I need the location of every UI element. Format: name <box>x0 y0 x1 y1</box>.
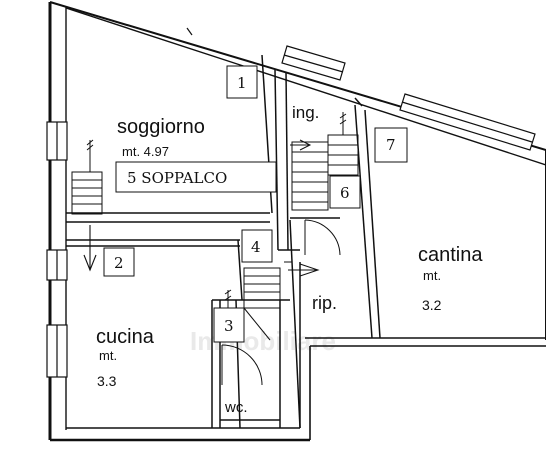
room-wc-name: wc. <box>224 399 248 416</box>
room-cantina-name: cantina <box>418 244 483 266</box>
marker-2: 2 <box>114 254 124 272</box>
room-cucina-height-prefix: mt. <box>99 348 117 363</box>
level-markers <box>103 65 408 343</box>
marker-box-3 <box>213 307 245 343</box>
windows <box>46 27 536 378</box>
room-cantina-height-value: 3.2 <box>422 297 442 313</box>
room-soggiorno-height: mt. 4.97 <box>122 144 169 159</box>
room-cucina-name: cucina <box>96 326 155 348</box>
marker-box-1 <box>226 65 258 99</box>
stair-down-arrow <box>83 225 97 272</box>
marker-box-6 <box>329 175 361 209</box>
marker-box-2 <box>103 247 135 277</box>
stair-cucina <box>224 267 281 341</box>
marker-box-7 <box>374 127 408 163</box>
doors <box>221 219 341 386</box>
marker-4: 4 <box>251 238 261 256</box>
room-ripostiglio-name: rip. <box>312 293 337 313</box>
room-ingresso-name: ing. <box>292 103 319 122</box>
marker-box-5 <box>115 161 277 193</box>
stair-ingresso <box>290 112 359 211</box>
marker-box-4 <box>241 229 273 263</box>
stair-soggiorno <box>71 139 103 215</box>
marker-5-soppalco: 5 SOPPALCO <box>127 169 227 187</box>
room-cantina-height-prefix: mt. <box>423 268 441 283</box>
marker-3: 3 <box>224 317 234 335</box>
marker-1: 1 <box>237 74 247 92</box>
room-soggiorno-name: soggiorno <box>117 116 205 138</box>
marker-6: 6 <box>340 184 350 202</box>
room-cucina-height-value: 3.3 <box>97 373 117 389</box>
marker-7: 7 <box>386 136 396 154</box>
